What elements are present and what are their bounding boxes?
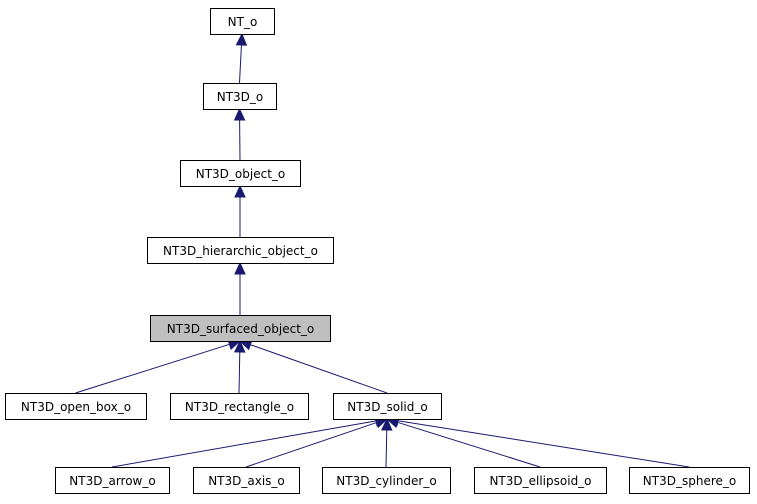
edge-line bbox=[238, 351, 241, 394]
edge-line bbox=[385, 429, 388, 468]
edge-line bbox=[250, 344, 388, 394]
node-label: NT3D_ellipsoid_o bbox=[489, 474, 591, 488]
edge-line bbox=[397, 421, 541, 468]
node-box[interactable] bbox=[474, 467, 607, 494]
arrowhead bbox=[233, 107, 246, 121]
node-nt3d_o[interactable]: NT3D_o bbox=[203, 83, 277, 110]
node-box[interactable] bbox=[180, 160, 301, 187]
edge-line bbox=[245, 422, 377, 468]
node-box[interactable] bbox=[203, 83, 277, 110]
edge-nt3d_cylinder_o-to-nt3d_solid_o bbox=[380, 417, 393, 468]
node-label: NT3D_object_o bbox=[196, 167, 286, 181]
node-box[interactable] bbox=[147, 237, 334, 264]
edge-line bbox=[397, 420, 690, 468]
node-box[interactable] bbox=[322, 467, 451, 494]
node-label: NT_o bbox=[228, 15, 258, 29]
edge-nt3d_arrow_o-to-nt3d_solid_o bbox=[111, 415, 389, 468]
node-box[interactable] bbox=[210, 8, 275, 35]
edge-line bbox=[111, 420, 377, 468]
node-label: NT3D_o bbox=[217, 90, 264, 104]
edge-line bbox=[239, 44, 242, 84]
arrowhead bbox=[380, 417, 393, 431]
node-label: NT3D_sphere_o bbox=[643, 474, 736, 488]
node-box[interactable] bbox=[170, 393, 309, 420]
arrowhead bbox=[234, 184, 246, 198]
node-nt3d_sphere_o[interactable]: NT3D_sphere_o bbox=[629, 467, 750, 494]
edge-nt3d_hierarchic_object_o-to-nt3d_object_o bbox=[234, 184, 246, 237]
edge-nt3d_ellipsoid_o-to-nt3d_solid_o bbox=[385, 416, 541, 468]
node-label: NT3D_axis_o bbox=[208, 474, 285, 488]
node-box[interactable] bbox=[629, 467, 750, 494]
edge-nt3d_rectangle_o-to-nt3d_surfaced_object_o bbox=[234, 339, 246, 394]
arrowhead bbox=[234, 339, 246, 353]
node-nt3d_solid_o[interactable]: NT3D_solid_o bbox=[333, 393, 442, 420]
node-label: NT3D_rectangle_o bbox=[185, 400, 294, 414]
edge-nt3d_surfaced_object_o-to-nt3d_hierarchic_object_o bbox=[234, 261, 246, 315]
edge-line bbox=[75, 343, 230, 394]
node-box[interactable] bbox=[333, 393, 442, 420]
arrowhead bbox=[234, 261, 246, 275]
node-box[interactable] bbox=[55, 467, 170, 494]
edge-nt3d_sphere_o-to-nt3d_solid_o bbox=[385, 415, 690, 468]
node-label: NT3D_surfaced_object_o bbox=[167, 322, 314, 336]
node-nt3d_rectangle_o[interactable]: NT3D_rectangle_o bbox=[170, 393, 309, 420]
node-label: NT3D_open_box_o bbox=[21, 400, 131, 414]
node-nt3d_cylinder_o[interactable]: NT3D_cylinder_o bbox=[322, 467, 451, 494]
node-label: NT3D_hierarchic_object_o bbox=[163, 244, 318, 258]
edge-nt3d_axis_o-to-nt3d_solid_o bbox=[245, 417, 389, 468]
node-nt3d_ellipsoid_o[interactable]: NT3D_ellipsoid_o bbox=[474, 467, 607, 494]
node-nt3d_arrow_o[interactable]: NT3D_arrow_o bbox=[55, 467, 170, 494]
edge-nt3d_open_box_o-to-nt3d_surfaced_object_o bbox=[75, 338, 242, 394]
edge-nt3d_solid_o-to-nt3d_surfaced_object_o bbox=[238, 339, 388, 394]
node-label: NT3D_cylinder_o bbox=[336, 474, 436, 488]
node-nt_o[interactable]: NT_o bbox=[210, 8, 275, 35]
node-box[interactable] bbox=[5, 393, 147, 420]
node-nt3d_axis_o[interactable]: NT3D_axis_o bbox=[193, 467, 300, 494]
node-nt3d_open_box_o[interactable]: NT3D_open_box_o bbox=[5, 393, 147, 420]
node-nt3d_object_o[interactable]: NT3D_object_o bbox=[180, 160, 301, 187]
node-nt3d_hierarchic_object_o[interactable]: NT3D_hierarchic_object_o bbox=[147, 237, 334, 264]
node-label: NT3D_arrow_o bbox=[69, 474, 155, 488]
arrowhead bbox=[235, 32, 248, 46]
edge-nt3d_object_o-to-nt3d_o bbox=[233, 107, 246, 161]
node-box[interactable] bbox=[150, 315, 331, 342]
edge-nt3d_o-to-nt_o bbox=[235, 32, 248, 84]
node-label: NT3D_solid_o bbox=[347, 400, 427, 414]
node-box[interactable] bbox=[193, 467, 300, 494]
nodes-layer: NT_oNT3D_oNT3D_object_oNT3D_hierarchic_o… bbox=[5, 8, 750, 494]
node-nt3d_surfaced_object_o[interactable]: NT3D_surfaced_object_o bbox=[150, 315, 331, 342]
